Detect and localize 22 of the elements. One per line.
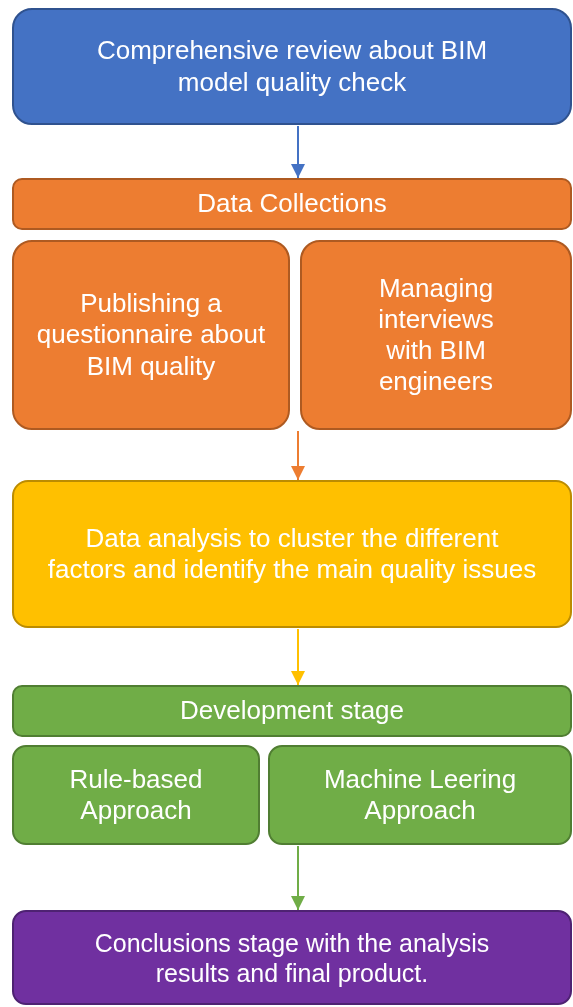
process-box (12, 480, 572, 628)
box-text: Development stage (180, 695, 404, 727)
box-text: Comprehensive review about BIM model quality check (95, 35, 489, 98)
box-text: Conclusions stage with the analysis results and final product. (93, 927, 491, 988)
process-box (12, 910, 572, 1005)
process-box (12, 8, 572, 125)
arrow (291, 845, 305, 911)
process-box (300, 240, 572, 430)
box-text: Data analysis to cluster the different factors and identify the main quality issues (46, 522, 538, 586)
box-text: Data Collections (197, 188, 387, 220)
box-text: Managing interviews with BIM engineers (377, 272, 495, 398)
arrow (291, 125, 305, 179)
arrow (291, 628, 305, 686)
process-box (12, 745, 260, 845)
stage-header-box (12, 178, 572, 230)
process-box (268, 745, 572, 845)
stage-header-box (12, 685, 572, 737)
box-text: Publishing a questionnaire about BIM quality (35, 288, 267, 382)
arrow (291, 430, 305, 481)
box-text: Rule-based Approach (68, 763, 204, 827)
box-text: Machine Leering Approach (322, 763, 518, 827)
process-box (12, 240, 290, 430)
